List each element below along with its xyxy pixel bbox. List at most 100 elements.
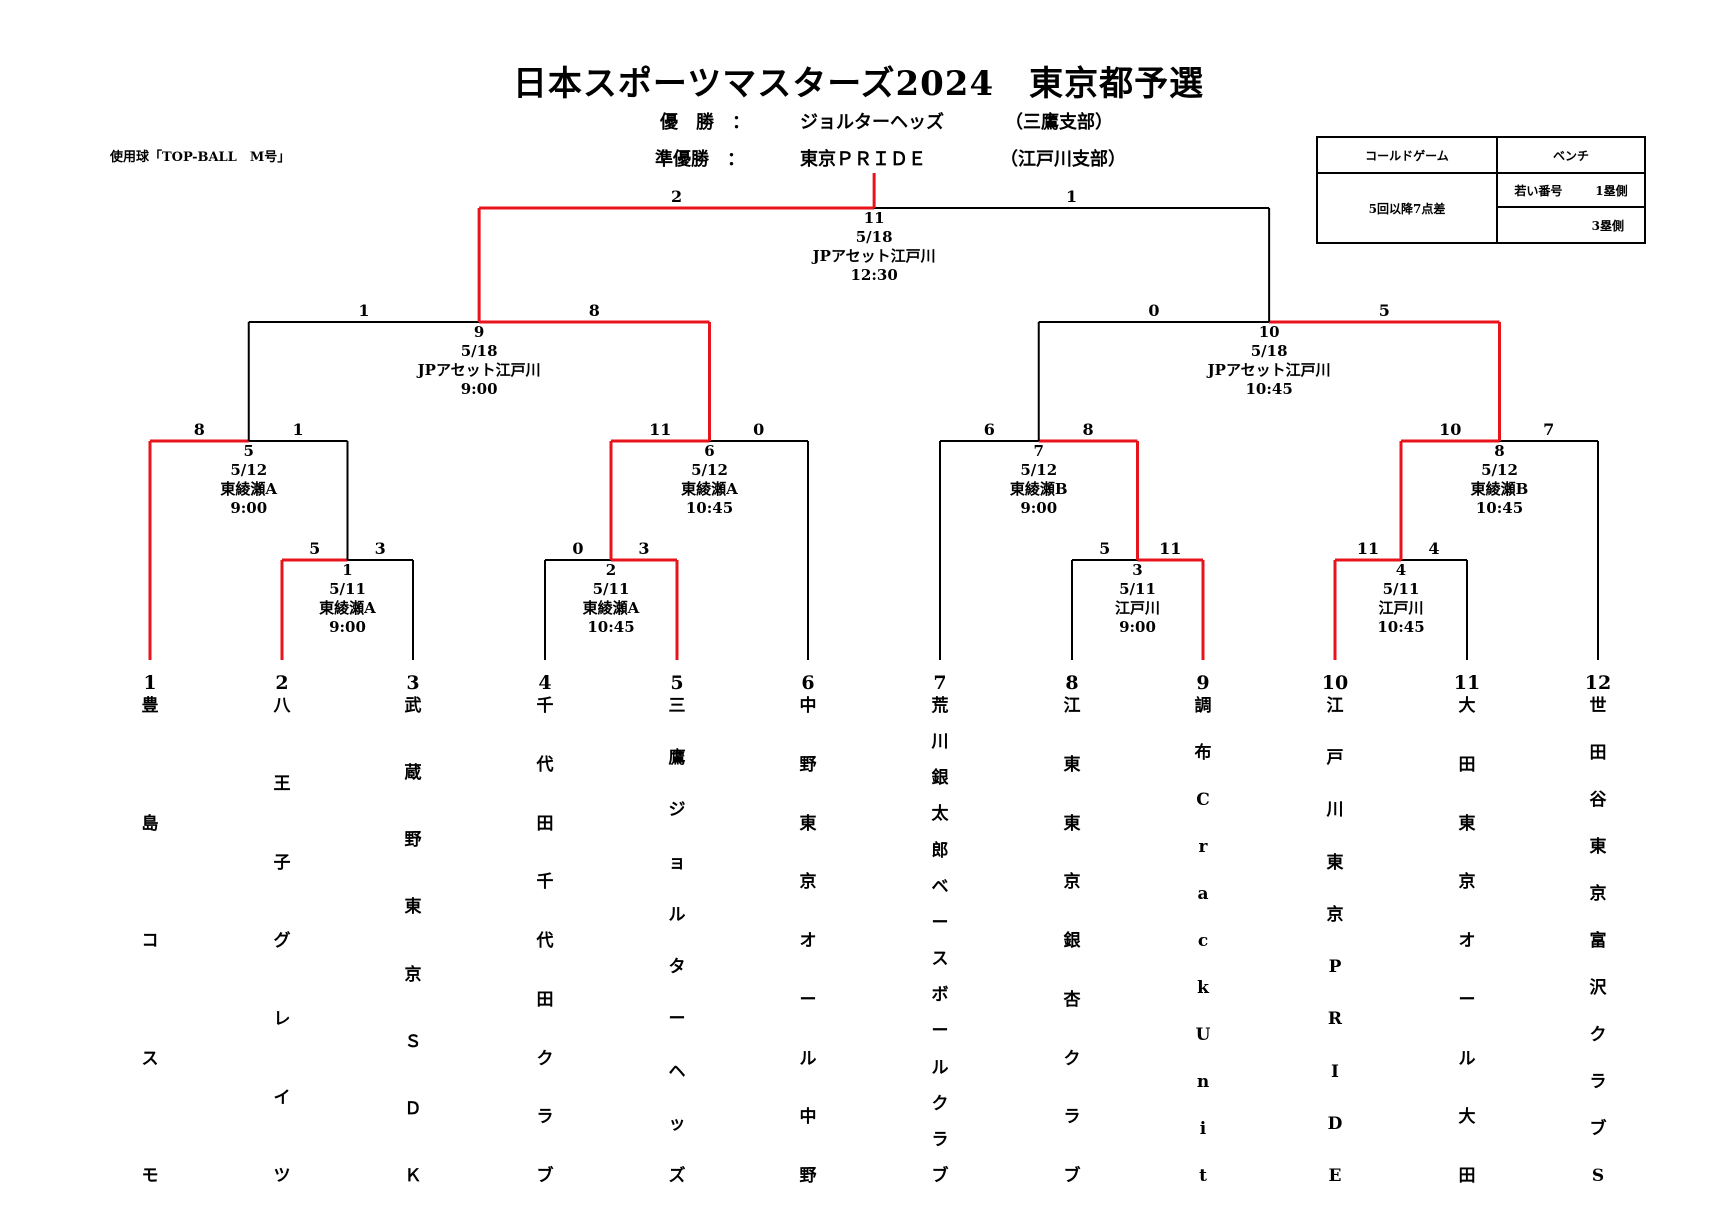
team-name-char: 杏 bbox=[1063, 990, 1081, 1010]
score-left: 5 bbox=[309, 539, 320, 558]
team-name: 荒川銀太郎ベースボールクラブ bbox=[920, 696, 960, 1196]
team-name-char: ク bbox=[931, 1094, 949, 1114]
team-name-char: 京 bbox=[1589, 884, 1607, 904]
game-number: 3 bbox=[1132, 561, 1142, 579]
team-number: 4 bbox=[538, 672, 552, 694]
team-name-char: 京 bbox=[1063, 872, 1081, 892]
team-name-char: 布 bbox=[1194, 743, 1212, 763]
team-name-char: ベ bbox=[931, 877, 949, 897]
score-right: 8 bbox=[589, 301, 600, 320]
team-number: 5 bbox=[670, 672, 684, 694]
game-time: 10:45 bbox=[1377, 618, 1424, 636]
game-date: 5/12 bbox=[230, 461, 267, 479]
game-number: 5 bbox=[244, 442, 254, 460]
team-name-char: ク bbox=[536, 1049, 554, 1069]
team-name-char: コ bbox=[141, 931, 159, 951]
team-name-char: 島 bbox=[141, 814, 159, 834]
team-name: 八王子グレイツ bbox=[262, 696, 302, 1196]
game-number: 7 bbox=[1034, 442, 1044, 460]
team-name-char: タ bbox=[668, 957, 686, 977]
team-name-char: 江 bbox=[1063, 696, 1081, 716]
team-name-char: Ｄ bbox=[404, 1099, 422, 1119]
team-name-char: ブ bbox=[1063, 1166, 1081, 1186]
score-right: 4 bbox=[1428, 539, 1439, 558]
bench-row-1: 若い番号 1塁側 bbox=[1498, 174, 1644, 208]
game-venue: 東綾瀬A bbox=[220, 480, 277, 498]
game-venue: 江戸川 bbox=[1378, 599, 1423, 617]
team-number: 9 bbox=[1196, 672, 1210, 694]
team-name-char: 豊 bbox=[141, 696, 159, 716]
game-number: 11 bbox=[864, 209, 885, 227]
score-right: 7 bbox=[1543, 420, 1554, 439]
team-name-char: 王 bbox=[273, 774, 291, 794]
rules-col2-header: ベンチ bbox=[1498, 138, 1644, 174]
team-name-char: ョ bbox=[668, 853, 686, 873]
game-time: 10:45 bbox=[686, 499, 733, 517]
team-number: 2 bbox=[275, 672, 289, 694]
team-name-char: ブ bbox=[931, 1166, 949, 1186]
game-date: 5/18 bbox=[461, 342, 498, 360]
team-name-char: D bbox=[1327, 1114, 1343, 1134]
champion-team: ジョルターヘッズ bbox=[800, 112, 944, 133]
game-number: 1 bbox=[342, 561, 352, 579]
team-name-char: 田 bbox=[536, 814, 554, 834]
game-venue: 東綾瀬B bbox=[1471, 480, 1529, 498]
team-name-char: E bbox=[1328, 1166, 1342, 1186]
game-number: 8 bbox=[1494, 442, 1504, 460]
team-name-char: オ bbox=[799, 931, 817, 951]
team-name-char: c bbox=[1197, 931, 1209, 951]
score-left: 10 bbox=[1439, 420, 1461, 439]
game-date: 5/11 bbox=[1119, 580, 1156, 598]
team-number: 11 bbox=[1453, 672, 1481, 694]
page-title: 日本スポーツマスターズ2024 東京都予選 bbox=[512, 64, 1205, 104]
team-name-char: ー bbox=[799, 990, 817, 1010]
score-left: 11 bbox=[1357, 539, 1379, 558]
score-right: 0 bbox=[753, 420, 764, 439]
game-time: 10:45 bbox=[1245, 380, 1292, 398]
bench-first-base: 1塁側 bbox=[1595, 183, 1628, 198]
team-name-char: 田 bbox=[536, 990, 554, 1010]
team-name-char: i bbox=[1199, 1119, 1207, 1139]
team-number: 10 bbox=[1321, 672, 1349, 694]
game-time: 9:00 bbox=[230, 499, 267, 517]
team-name-char: 中 bbox=[799, 1107, 817, 1127]
team-name-char: ブ bbox=[536, 1166, 554, 1186]
team-name-char: 田 bbox=[1458, 1166, 1476, 1186]
team-name-char: ク bbox=[1063, 1049, 1081, 1069]
team-name-char: 田 bbox=[1458, 755, 1476, 775]
team-name-char: 鷹 bbox=[668, 748, 686, 768]
team-name-char: 江 bbox=[1326, 696, 1344, 716]
team-name-char: 大 bbox=[1458, 696, 1476, 716]
team-name-char: 荒 bbox=[931, 696, 949, 716]
score-right: 3 bbox=[638, 539, 649, 558]
team-name-char: オ bbox=[1458, 931, 1476, 951]
team-name-char: 東 bbox=[1063, 755, 1081, 775]
cold-rule: 5回以降7点差 bbox=[1318, 174, 1498, 242]
game-number: 9 bbox=[474, 323, 484, 341]
team-name-char: 銀 bbox=[931, 768, 949, 788]
team-name-char: モ bbox=[141, 1166, 159, 1186]
team-name-char: 東 bbox=[799, 814, 817, 834]
team-name-char: 世 bbox=[1589, 696, 1607, 716]
team-name-char: 田 bbox=[1589, 743, 1607, 763]
game-time: 10:45 bbox=[1476, 499, 1523, 517]
game-venue: 東綾瀬A bbox=[681, 480, 738, 498]
score-right: 11 bbox=[1159, 539, 1181, 558]
team-name-char: 東 bbox=[1326, 853, 1344, 873]
game-date: 5/11 bbox=[329, 580, 366, 598]
score-left: 11 bbox=[649, 420, 671, 439]
score-right: 1 bbox=[1066, 187, 1077, 206]
team-name-char: 川 bbox=[931, 732, 949, 752]
champion-label: 優 勝 ： bbox=[660, 112, 750, 133]
team-name-char: 蔵 bbox=[404, 763, 422, 783]
team-name-char: 代 bbox=[536, 931, 554, 951]
game-time: 12:30 bbox=[850, 266, 897, 284]
